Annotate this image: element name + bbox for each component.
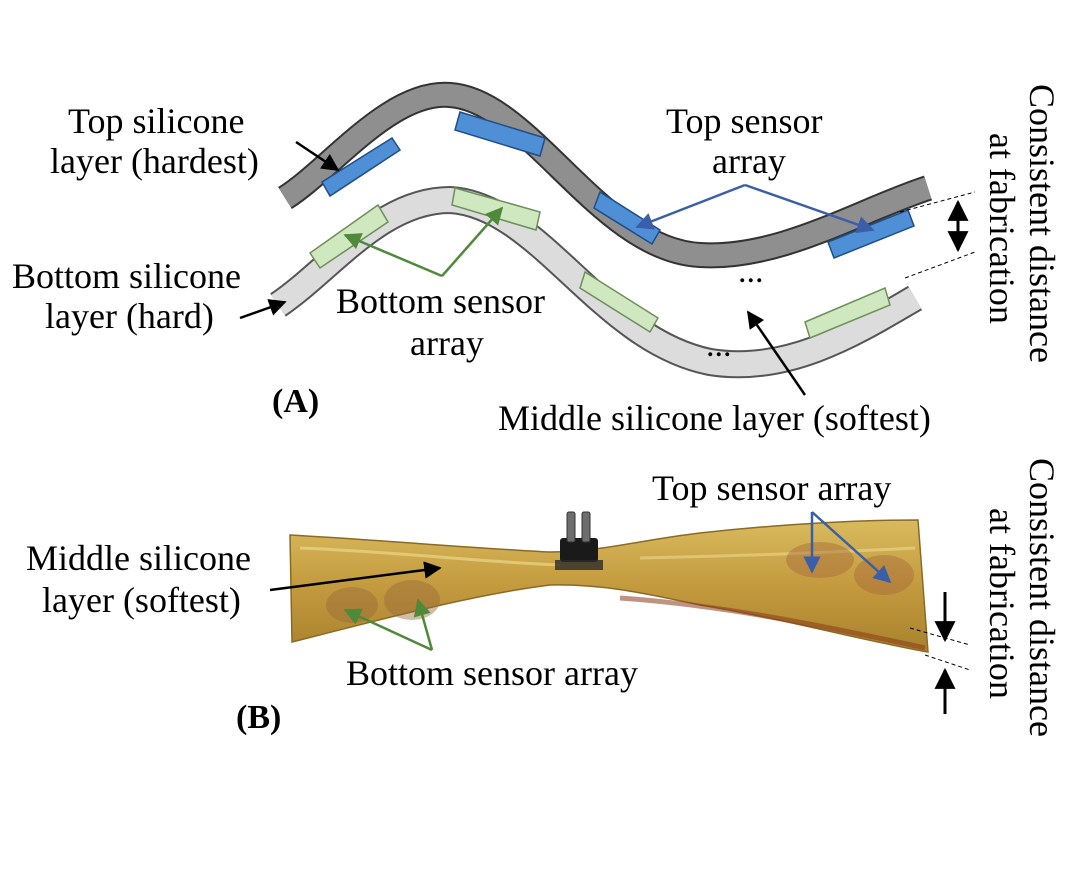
top-layer-label-line1: Top silicone <box>68 101 244 141</box>
top-sensor-label-line1: Top sensor <box>666 101 822 141</box>
top-sensor-pad <box>454 111 546 157</box>
distance-label-a-line1: Consistent distance <box>1022 84 1062 363</box>
top-sensor-pad-photo <box>786 542 854 578</box>
bottom-sensor-pad <box>579 270 660 334</box>
distance-label-b-line2: at fabrication <box>982 508 1022 699</box>
bottom-sensor-arrow-b-left <box>343 608 433 652</box>
top-layer-label-line2: layer (hardest) <box>50 141 259 181</box>
connector <box>555 511 603 570</box>
panel-a-diagram: ... ... Top silicone layer (hardest) Top… <box>12 81 1062 438</box>
sensor-strip <box>289 519 929 653</box>
bottom-sensor-label-b: Bottom sensor array <box>346 653 638 693</box>
panel-a-label: (A) <box>272 383 319 420</box>
top-sensor-arrow-right <box>744 183 875 234</box>
middle-layer-label-b-line2: layer (softest) <box>42 580 241 620</box>
top-sensor-arrow-b-right <box>811 511 892 584</box>
top-sensor-arrow-left <box>635 183 746 230</box>
top-silicone-layer <box>277 81 933 269</box>
bottom-sensor-arrow-left <box>343 233 443 278</box>
bottom-sensor-pad <box>804 286 891 340</box>
bottom-sensor-pad-photo <box>384 580 440 620</box>
distance-indicator-a <box>899 191 976 279</box>
top-sensor-label-b: Top sensor array <box>652 468 891 508</box>
distance-label-a-line2: at fabrication <box>982 133 1022 324</box>
bottom-sensor-arrow-right <box>441 206 504 277</box>
middle-layer-arrow-b <box>269 561 442 592</box>
panel-b-label: (B) <box>236 699 281 736</box>
top-ellipsis: ... <box>738 253 764 290</box>
middle-layer-label-b-line1: Middle silicone <box>26 538 251 578</box>
top-sensor-label-line2: array <box>712 141 786 181</box>
bottom-sensor-arrow-b-right <box>413 598 434 651</box>
bottom-layer-arrow <box>239 299 287 320</box>
top-sensor-array <box>320 111 915 259</box>
top-sensor-pad <box>827 209 915 259</box>
distance-indicator-b <box>909 592 971 714</box>
distance-label-b-line1: Consistent distance <box>1022 458 1062 737</box>
middle-layer-arrow <box>746 310 807 396</box>
bottom-sensor-label-line2: array <box>410 323 484 363</box>
bottom-layer-label-line2: layer (hard) <box>45 296 214 336</box>
panel-b-photo: Top sensor array Middle silicone layer (… <box>26 458 1062 737</box>
bottom-sensor-array <box>308 187 891 340</box>
bottom-ellipsis: ... <box>706 327 732 364</box>
middle-layer-label: Middle silicone layer (softest) <box>498 398 931 438</box>
bottom-sensor-pad-photo <box>326 587 378 623</box>
top-layer-arrow <box>295 140 340 172</box>
top-sensor-pad <box>320 136 402 198</box>
bottom-sensor-label-line1: Bottom sensor <box>336 281 545 321</box>
bottom-layer-label-line1: Bottom silicone <box>12 256 241 296</box>
